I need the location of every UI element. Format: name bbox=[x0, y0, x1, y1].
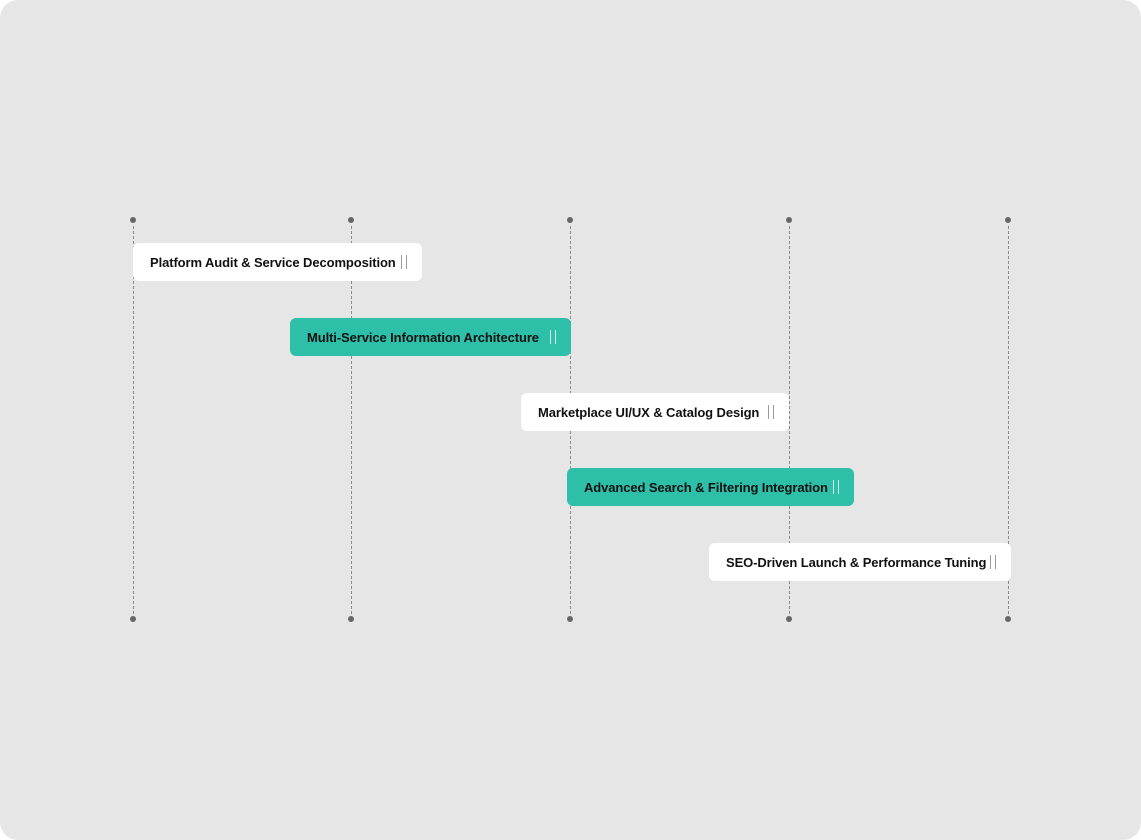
guide-dashed-line bbox=[350, 226, 352, 614]
guide-dashed-line bbox=[1007, 226, 1009, 614]
guide-dot-top bbox=[1005, 217, 1011, 223]
drag-handle-icon[interactable] bbox=[767, 405, 775, 419]
drag-handle-icon[interactable] bbox=[832, 480, 840, 494]
phase-bar-information-architecture[interactable]: Multi-Service Information Architecture bbox=[290, 318, 571, 356]
phase-bar-label: SEO-Driven Launch & Performance Tuning bbox=[726, 554, 987, 570]
phase-bar-label: Multi-Service Information Architecture bbox=[307, 329, 539, 345]
guide-dot-bottom bbox=[786, 616, 792, 622]
phase-bar-marketplace-design[interactable]: Marketplace UI/UX & Catalog Design bbox=[521, 393, 789, 431]
phase-bar-platform-audit[interactable]: Platform Audit & Service Decomposition bbox=[133, 243, 422, 281]
drag-handle-icon[interactable] bbox=[400, 255, 408, 269]
guide-dot-bottom bbox=[348, 616, 354, 622]
phase-bar-seo-launch[interactable]: SEO-Driven Launch & Performance Tuning bbox=[709, 543, 1011, 581]
guide-dashed-line bbox=[788, 226, 790, 614]
drag-handle-icon[interactable] bbox=[549, 330, 557, 344]
phase-bar-search-filtering[interactable]: Advanced Search & Filtering Integration bbox=[567, 468, 854, 506]
guide-dot-top bbox=[130, 217, 136, 223]
phase-bar-label: Advanced Search & Filtering Integration bbox=[584, 479, 828, 495]
guide-dot-bottom bbox=[567, 616, 573, 622]
guide-dot-top bbox=[786, 217, 792, 223]
guide-dot-bottom bbox=[1005, 616, 1011, 622]
timeline-guide bbox=[128, 217, 138, 622]
drag-handle-icon[interactable] bbox=[989, 555, 997, 569]
guide-dashed-line bbox=[132, 226, 134, 614]
guide-dot-top bbox=[567, 217, 573, 223]
guide-dot-bottom bbox=[130, 616, 136, 622]
phase-bar-label: Platform Audit & Service Decomposition bbox=[150, 254, 396, 270]
timeline-guide bbox=[346, 217, 356, 622]
phase-bar-label: Marketplace UI/UX & Catalog Design bbox=[538, 404, 760, 420]
timeline-guide bbox=[784, 217, 794, 622]
guide-dot-top bbox=[348, 217, 354, 223]
timeline-guide bbox=[1003, 217, 1013, 622]
